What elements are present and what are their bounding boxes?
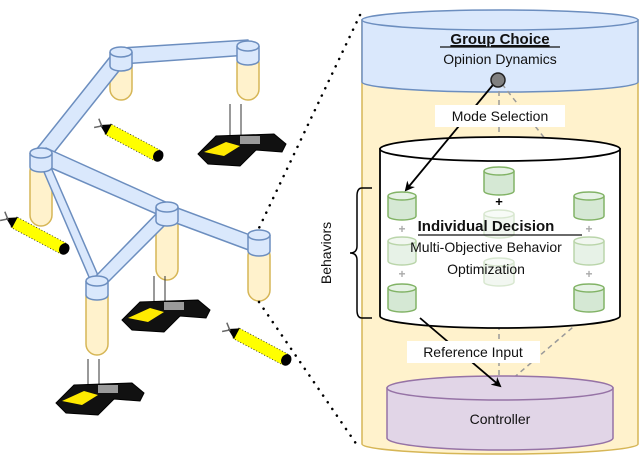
individual-decision-subtitle-1: Multi-Objective Behavior [410,239,562,255]
plus-icon: + [398,267,405,281]
group-choice-block: Group Choice Opinion Dynamics [361,9,639,93]
reference-input-arrow: Reference Input [407,317,540,388]
auv [0,211,70,255]
plus-icon: + [398,222,405,236]
controller-label: Controller [470,411,531,427]
truss-node [85,275,109,301]
truss-beams [35,39,259,287]
plus-icon: + [585,267,592,281]
truss-node [236,40,260,66]
mode-selection-label: Mode Selection [452,108,549,124]
behavior-cylinder [387,191,417,221]
behavior-cylinder [387,236,417,266]
behavior-cylinder [573,191,605,221]
behavior-cylinder [573,283,605,313]
surface-vessel [121,276,211,333]
surface-vessel [197,104,287,167]
zoom-connector-lines [257,13,362,447]
individual-decision-text: Individual Decision Multi-Objective Beha… [410,218,582,277]
individual-decision-subtitle-2: Optimization [447,261,525,277]
zoom-connector-bottom [257,300,359,447]
truss-nodes [29,40,271,301]
auv [93,118,164,162]
group-choice-title: Group Choice [450,31,549,48]
truss-beam [167,205,259,253]
behavior-cylinder [483,166,515,196]
behaviors-label: Behaviors [318,222,334,284]
truss-node [247,229,271,257]
plus-icon: + [495,194,503,209]
zoom-connector-top [257,13,362,230]
opinion-node-icon [490,72,506,88]
reference-input-label: Reference Input [423,344,523,360]
behavior-cylinder [387,283,417,313]
plus-signs: + + + + + [398,194,592,281]
mode-selection-arrow: Mode Selection [404,79,565,192]
auv [221,322,292,366]
behavior-cylinder [483,257,515,287]
architecture-diagram: Group Choice Opinion Dynamics [318,9,639,455]
behaviors-brace: Behaviors [318,187,372,319]
truss-node [109,46,133,72]
individual-decision-block [379,136,621,329]
behavior-cylinder [573,236,605,266]
truss-node [29,147,53,173]
swarm-illustration [0,39,292,416]
truss-node [155,201,179,227]
controller-block: Controller [386,375,614,451]
individual-decision-title: Individual Decision [418,218,555,235]
surface-vessel [55,359,145,416]
group-choice-subtitle: Opinion Dynamics [443,51,557,67]
truss-pillars [29,51,271,356]
plus-icon: + [585,222,592,236]
truss-beam [121,39,249,65]
